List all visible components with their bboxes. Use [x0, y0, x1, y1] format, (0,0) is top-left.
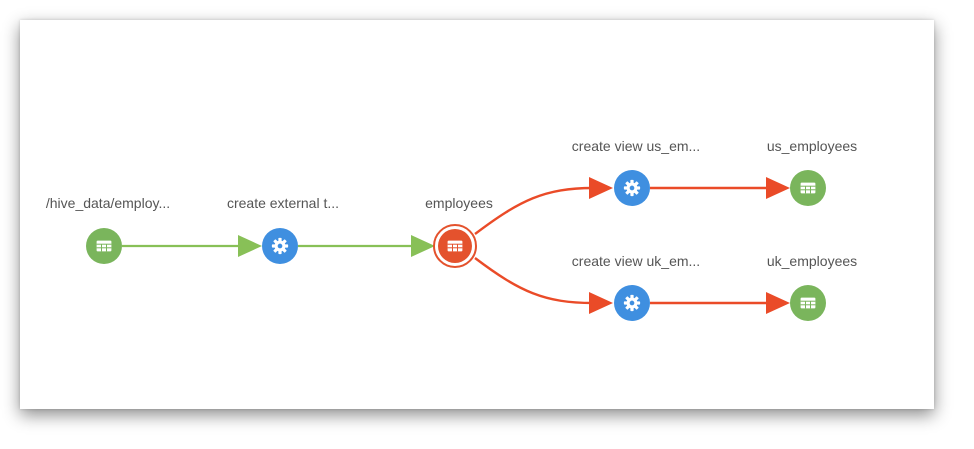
node-source[interactable]: [86, 228, 122, 264]
node-label-employees: employees: [425, 195, 493, 211]
node-create-view-us[interactable]: [614, 170, 650, 206]
table-icon: [800, 182, 816, 194]
arrowhead-create-view-uk: [589, 292, 613, 314]
table-icon: [96, 240, 112, 252]
gear-icon: [623, 294, 641, 312]
node-label-create-view-uk: create view uk_em...: [571, 253, 701, 269]
arrowhead-uk-employees: [766, 292, 790, 314]
arrowhead-create-view-us: [589, 177, 613, 199]
node-label-us-employees: us_employees: [766, 138, 858, 154]
arrowhead-us-employees: [766, 177, 790, 199]
node-label-uk-employees: uk_employees: [766, 253, 858, 269]
edge-employees-to-create-view-us: [474, 186, 594, 235]
edges: [122, 177, 790, 314]
lineage-canvas-panel: [20, 20, 934, 409]
node-label-create-external: create external t...: [226, 195, 340, 211]
node-label-source: /hive_data/employ...: [45, 195, 171, 211]
node-employees[interactable]: [433, 224, 477, 268]
arrowhead-employees: [411, 235, 435, 257]
gear-icon: [271, 237, 289, 255]
node-label-create-view-us: create view us_em...: [571, 138, 701, 154]
node-create-external[interactable]: [262, 228, 298, 264]
gear-icon: [623, 179, 641, 197]
node-create-view-uk[interactable]: [614, 285, 650, 321]
node-uk-employees[interactable]: [790, 285, 826, 321]
node-us-employees[interactable]: [790, 170, 826, 206]
edge-employees-to-create-view-uk: [474, 257, 594, 305]
table-icon: [447, 240, 463, 252]
table-icon: [800, 297, 816, 309]
arrowhead-create-external: [238, 235, 262, 257]
